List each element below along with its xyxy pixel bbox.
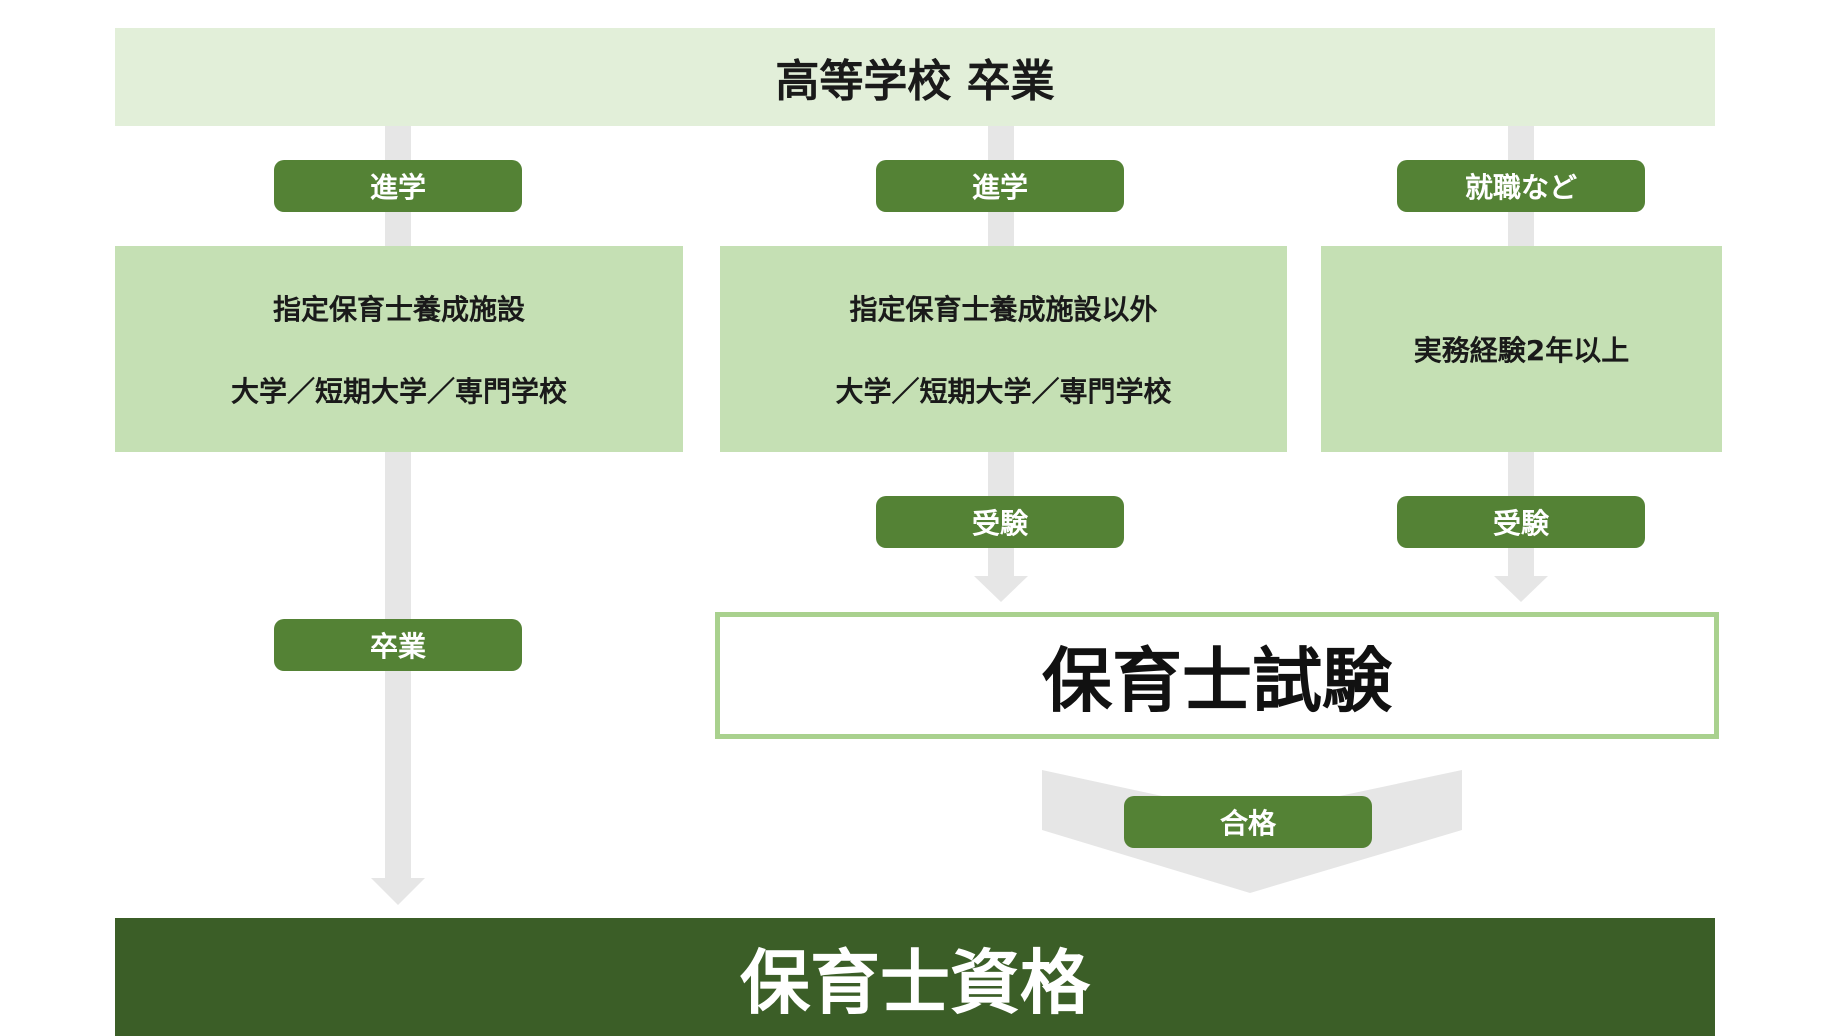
box-line: 指定保育士養成施設以外 <box>849 293 1158 326</box>
outcome-label-path-1: 卒業 <box>369 630 426 663</box>
step-pill-path-3: 就職など <box>1397 160 1645 212</box>
outcome-label-path-3: 受験 <box>1492 507 1549 540</box>
step-label-path-1: 進学 <box>369 171 426 204</box>
connector-path-1 <box>385 126 411 880</box>
box-non-designated-facility: 指定保育士養成施設以外 大学／短期大学／専門学校 <box>720 246 1287 452</box>
box-line: 指定保育士養成施設 <box>272 293 525 326</box>
box-work-experience: 実務経験2年以上 <box>1321 246 1722 452</box>
arrow-head-path-2 <box>974 576 1028 602</box>
high-school-graduation-banner: 高等学校 卒業 <box>115 28 1715 126</box>
exam-entry-pill-path-2: 受験 <box>876 496 1124 548</box>
pass-pill: 合格 <box>1124 796 1372 848</box>
box-line: 実務経験2年以上 <box>1413 334 1630 367</box>
pass-label: 合格 <box>1219 807 1276 840</box>
step-pill-path-1: 進学 <box>274 160 522 212</box>
box-line: 大学／短期大学／専門学校 <box>835 375 1172 408</box>
exam-entry-pill-path-3: 受験 <box>1397 496 1645 548</box>
high-school-graduation-label: 高等学校 卒業 <box>775 56 1055 107</box>
box-line: 大学／短期大学／専門学校 <box>230 375 567 408</box>
childcare-exam-box: 保育士試験 <box>715 612 1719 739</box>
childcare-qualification-label: 保育士資格 <box>740 941 1090 1024</box>
step-label-path-3: 就職など <box>1464 171 1577 204</box>
box-designated-training-facility: 指定保育士養成施設 大学／短期大学／専門学校 <box>115 246 683 452</box>
arrow-head-path-1 <box>371 878 425 905</box>
childcare-qualification-banner: 保育士資格 <box>115 918 1715 1036</box>
graduation-pill-path-1: 卒業 <box>274 619 522 671</box>
step-pill-path-2: 進学 <box>876 160 1124 212</box>
arrow-head-path-3 <box>1494 576 1548 602</box>
outcome-label-path-2: 受験 <box>971 507 1028 540</box>
step-label-path-2: 進学 <box>971 171 1028 204</box>
childcare-exam-label: 保育士試験 <box>1042 640 1392 722</box>
